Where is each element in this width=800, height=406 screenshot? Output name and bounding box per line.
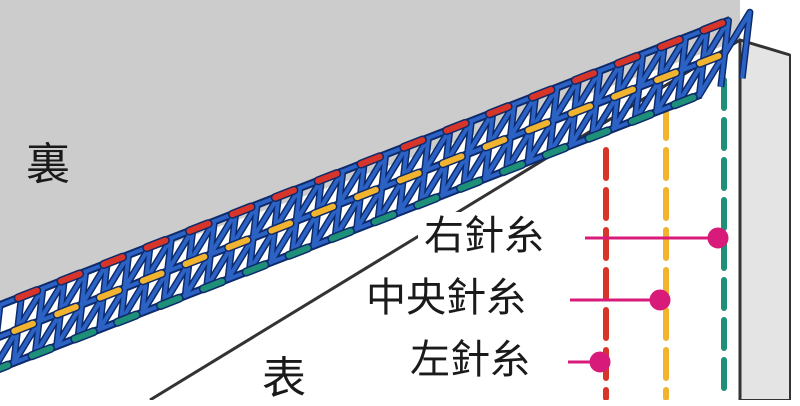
needle-stitch xyxy=(58,270,83,285)
needle-stitch xyxy=(572,70,597,84)
needle-stitch xyxy=(486,103,512,117)
needle-stitch xyxy=(200,278,225,292)
needle-stitch xyxy=(400,137,426,151)
needle-stitch xyxy=(71,328,97,342)
needle-stitch xyxy=(272,187,297,201)
needle-stitch xyxy=(611,86,636,100)
needle-stitch xyxy=(615,53,640,67)
needle-stitch xyxy=(139,270,165,284)
center-needle-thread-label: 中央針糸 xyxy=(360,274,532,322)
left-needle-thread-label: 左針糸 xyxy=(404,336,536,384)
needle-stitch xyxy=(525,119,551,134)
needle-stitch xyxy=(311,203,336,217)
needle-stitch xyxy=(97,287,122,301)
right-needle-thread-label: 右針糸 xyxy=(418,212,550,260)
needle-stitch xyxy=(439,153,465,167)
back-side-label: 裏 xyxy=(26,139,70,190)
needle-stitch xyxy=(671,94,697,108)
needle-stitch xyxy=(482,136,508,150)
needle-stitch xyxy=(286,245,311,259)
needle-stitch xyxy=(54,303,79,318)
needle-stitch xyxy=(15,287,40,301)
leader-left-dot xyxy=(589,351,611,373)
needle-stitch xyxy=(700,19,726,34)
needle-stitch xyxy=(543,144,568,158)
needle-stitch xyxy=(500,161,525,175)
leader-right-dot xyxy=(707,227,729,249)
needle-stitch xyxy=(143,237,169,251)
needle-stitch xyxy=(268,220,294,234)
needle-stitch xyxy=(443,120,469,134)
needle-stitch xyxy=(328,228,354,242)
needle-stitch xyxy=(243,261,268,276)
needle-stitch xyxy=(696,53,722,67)
needle-stitch xyxy=(354,186,379,201)
needle-stitch xyxy=(229,203,255,218)
needle-stitch xyxy=(100,254,126,268)
needle-stitch xyxy=(225,237,251,251)
needle-stitch xyxy=(114,311,140,326)
fabric-edge-strip xyxy=(739,38,791,400)
needle-stitch xyxy=(11,320,36,334)
needle-stitch xyxy=(628,111,654,125)
needle-stitch xyxy=(457,178,483,192)
fabric-outline xyxy=(149,38,791,400)
needle-stitch xyxy=(186,220,212,234)
needle-stitch xyxy=(182,253,208,268)
needle-stitch xyxy=(585,127,611,142)
overlock-stitch-band xyxy=(0,8,754,373)
needle-stitch xyxy=(529,86,554,101)
needle-stitch xyxy=(414,194,440,209)
needle-stitch xyxy=(568,103,594,117)
needle-stitch xyxy=(654,69,679,84)
leader-lines xyxy=(568,227,729,373)
needle-stitch xyxy=(357,153,383,168)
needle-stitch xyxy=(315,170,340,184)
leader-center-dot xyxy=(649,289,671,311)
needle-stitch xyxy=(157,295,183,309)
front-side-label: 表 xyxy=(262,353,306,404)
needle-stitch xyxy=(371,211,397,225)
needle-stitch xyxy=(28,345,54,359)
needle-stitch xyxy=(396,170,422,184)
needle-stitch xyxy=(0,362,11,372)
needle-stitch xyxy=(657,36,683,50)
